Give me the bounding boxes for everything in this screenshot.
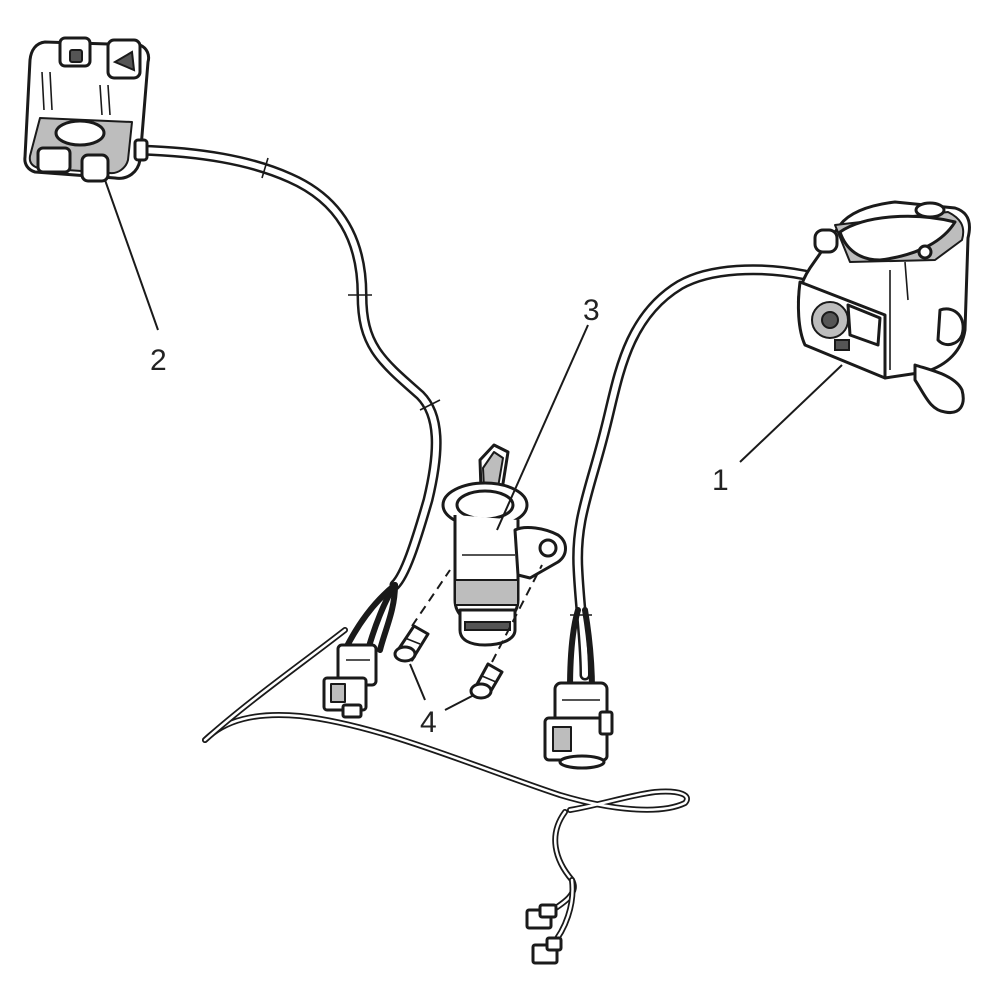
leader-line-3 bbox=[496, 324, 589, 531]
left-handlebar-switch bbox=[23, 36, 151, 183]
pigtail-connector-upper bbox=[525, 903, 558, 930]
ignition-switch bbox=[441, 443, 567, 647]
mounting-screw-left bbox=[393, 569, 451, 663]
main-harness bbox=[202, 627, 690, 948]
mounting-screw-right bbox=[469, 564, 543, 700]
leader-line-2 bbox=[104, 179, 159, 331]
pigtail-connector-lower bbox=[531, 936, 563, 965]
callout-1: 1 bbox=[712, 464, 729, 497]
right-handlebar-switch bbox=[796, 200, 971, 415]
callout-4: 4 bbox=[420, 706, 437, 739]
callout-2: 2 bbox=[150, 344, 167, 377]
right-switch-connector bbox=[543, 681, 614, 770]
leader-line-4a bbox=[409, 663, 426, 701]
left-switch-cable bbox=[134, 144, 442, 653]
leader-line-1 bbox=[739, 364, 843, 463]
right-switch-cable bbox=[567, 264, 811, 693]
leader-lines bbox=[104, 179, 843, 711]
left-switch-connector bbox=[322, 643, 378, 719]
callout-3: 3 bbox=[583, 294, 600, 327]
leader-line-4b bbox=[444, 694, 475, 711]
